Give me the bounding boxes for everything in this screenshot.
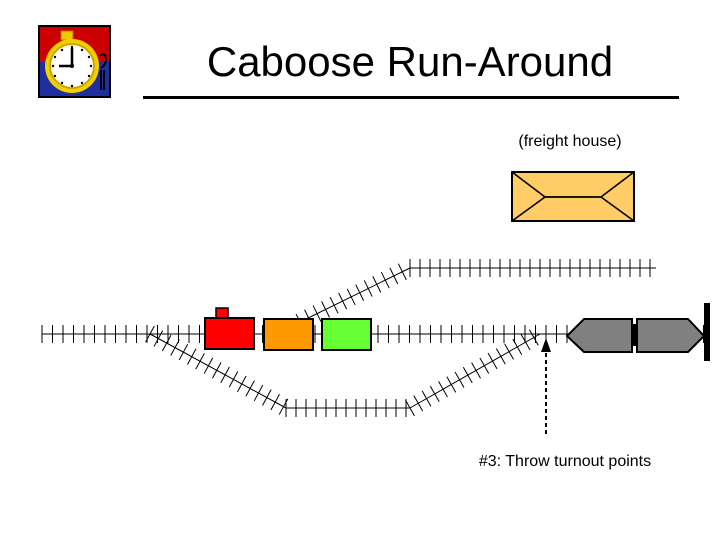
freight-house: [511, 171, 635, 222]
freight-house-label: (freight house): [518, 133, 622, 150]
turnout-pointer-arrow: [541, 338, 551, 434]
track-layout: [41, 259, 704, 417]
boxcar-green: [321, 318, 372, 351]
boxcar-orange: [263, 318, 314, 351]
stopwatch-clock-icon: [38, 25, 111, 98]
locomotive: [565, 318, 706, 353]
caboose: [204, 307, 255, 350]
step-instruction: #3: Throw turnout points: [478, 453, 652, 470]
page-title: Caboose Run-Around: [206, 38, 614, 85]
end-bumper: [704, 303, 710, 361]
title-underline: [143, 96, 679, 99]
